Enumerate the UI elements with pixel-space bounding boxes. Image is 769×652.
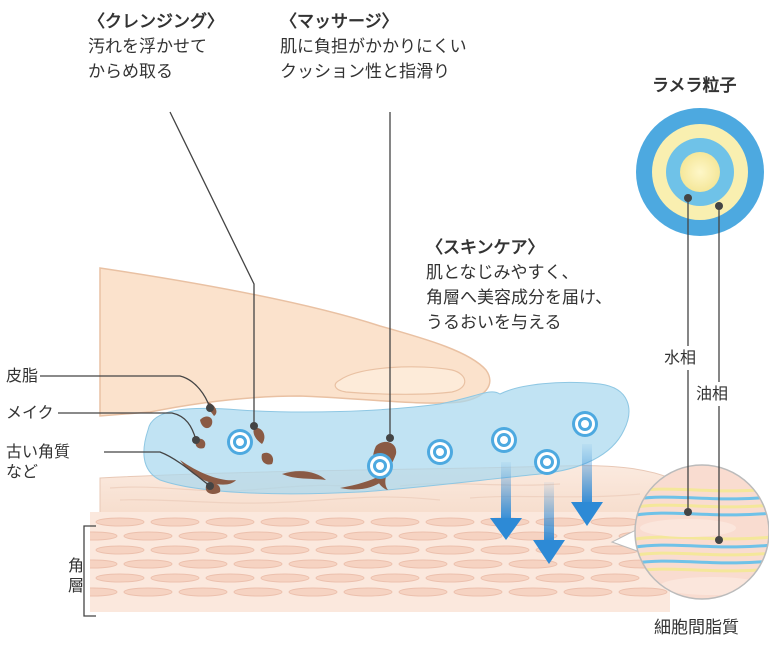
leader-cleansing bbox=[169, 111, 255, 426]
skincare-line-1: 肌となじみやすく、 bbox=[426, 263, 579, 283]
lamella-title: ラメラ粒子 bbox=[652, 76, 737, 96]
stratum-bracket bbox=[83, 525, 96, 617]
leader-makeup bbox=[58, 412, 197, 441]
cleansing-heading: 〈クレンジング〉 bbox=[88, 12, 224, 32]
arrow-2 bbox=[533, 482, 565, 564]
zoom-circle bbox=[610, 464, 769, 600]
arrow-1 bbox=[490, 462, 522, 540]
sebum-label: 皮脂 bbox=[6, 366, 39, 385]
skincare-line-2: 角層へ美容成分を届け、 bbox=[426, 288, 613, 308]
intercellular-lipid-label: 細胞間脂質 bbox=[654, 618, 739, 638]
makeup-label: メイク bbox=[6, 403, 54, 422]
leader-sebum bbox=[40, 375, 211, 409]
arrow-3 bbox=[571, 444, 603, 526]
massage-label: 〈マッサージ〉 肌に負担がかかりにくい クッション性と指滑り bbox=[280, 10, 467, 85]
old-keratin-label: 古い角質 bbox=[6, 442, 71, 461]
massage-line-1: 肌に負担がかかりにくい bbox=[280, 37, 467, 57]
old-keratin-label-2: など bbox=[6, 462, 39, 481]
penetration-arrows bbox=[490, 444, 603, 564]
oil-phase-label: 油相 bbox=[696, 382, 729, 406]
stratum-label-1: 角 bbox=[68, 556, 85, 575]
water-phase-label: 水相 bbox=[664, 346, 697, 370]
stratum-label-2: 層 bbox=[68, 576, 85, 595]
massage-line-2: クッション性と指滑り bbox=[280, 62, 450, 82]
fingernail bbox=[334, 366, 466, 395]
leader-dots bbox=[192, 194, 723, 544]
leader-keratin bbox=[104, 451, 211, 487]
skincare-line-3: うるおいを与える bbox=[426, 313, 562, 333]
stratum-corneum bbox=[90, 512, 670, 612]
skincare-heading: 〈スキンケア〉 bbox=[426, 238, 545, 258]
skincare-label: 〈スキンケア〉 肌となじみやすく、 角層へ美容成分を届け、 うるおいを与える bbox=[426, 236, 612, 336]
lamella-particle-large bbox=[636, 108, 764, 236]
cleansing-line-2: からめ取る bbox=[88, 62, 173, 82]
massage-heading: 〈マッサージ〉 bbox=[280, 12, 399, 32]
cleansing-label: 〈クレンジング〉 汚れを浮かせて からめ取る bbox=[88, 10, 224, 85]
lamella-particles bbox=[227, 411, 598, 479]
cleansing-line-1: 汚れを浮かせて bbox=[88, 37, 207, 57]
